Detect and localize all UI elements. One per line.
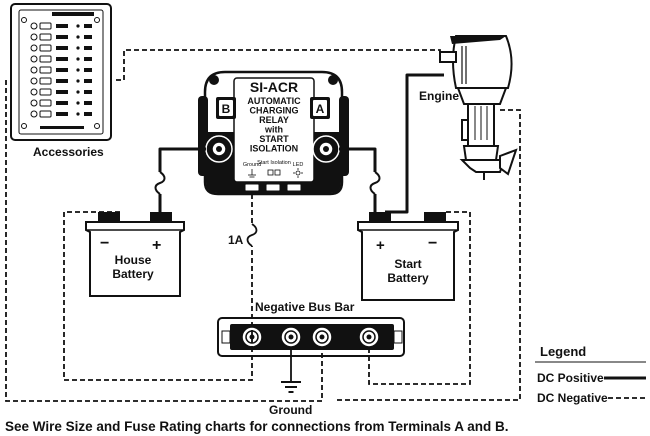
relay-subtitle-line: RELAY — [259, 115, 289, 125]
bus-bar-stud — [358, 326, 380, 348]
breaker-switch — [30, 33, 92, 41]
legend: Legend DC Positive DC Negative — [535, 344, 646, 405]
house-battery-label-line1: House — [115, 253, 152, 267]
relay-ground-fuse: 1A — [228, 223, 258, 247]
legend-negative-label: DC Negative — [537, 391, 608, 405]
breaker-switch — [30, 66, 92, 74]
start-isolation-indicator-label: Start Isolation — [257, 160, 291, 166]
terminal-a-label: A — [316, 102, 325, 116]
fuse-start — [369, 171, 381, 195]
terminal-b-label: B — [222, 102, 231, 116]
ground-label: Ground — [269, 403, 312, 417]
relay-subtitle-line: with — [264, 125, 283, 135]
house-battery-negative-symbol: − — [100, 235, 109, 252]
ground-indicator-label: Ground — [243, 162, 261, 168]
house-battery-positive-symbol: + — [152, 237, 161, 254]
relay-subtitle-line: CHARGING — [250, 106, 299, 116]
engine-label: Engine — [419, 89, 459, 103]
relay-title: SI-ACR — [250, 79, 298, 95]
breaker-switch — [30, 110, 92, 118]
start-battery-plus-symbol: + — [376, 237, 385, 254]
house-battery-label-line2: Battery — [112, 267, 154, 281]
negative-bus-bar: Negative Bus Bar — [217, 300, 405, 357]
breaker-switch — [30, 77, 92, 85]
breaker-switch — [30, 99, 92, 107]
breaker-switch — [30, 55, 92, 63]
terminal-a-stud — [312, 135, 340, 163]
fuse-1a-label: 1A — [228, 233, 244, 247]
relay-subtitle-line: START — [259, 134, 289, 144]
breaker-switch — [30, 22, 92, 30]
terminal-b-stud — [205, 135, 233, 163]
accessories-label: Accessories — [33, 145, 104, 159]
relay-subtitle-line: AUTOMATIC — [247, 96, 301, 106]
bus-bar-stud — [311, 326, 333, 348]
relay-subtitle-line: ISOLATION — [250, 144, 298, 154]
legend-title: Legend — [540, 344, 586, 359]
start-battery-label-line1: Start — [394, 257, 421, 271]
bus-bar-stud — [280, 326, 302, 348]
caption: See Wire Size and Fuse Rating charts for… — [5, 419, 508, 434]
dc-negative-wires — [5, 49, 521, 402]
si-acr-relay: SI-ACR AUTOMATICCHARGINGRELAYwithSTARTIS… — [198, 70, 349, 196]
house-battery: − + House Battery — [85, 212, 185, 297]
legend-positive-label: DC Positive — [537, 371, 604, 385]
breaker-switch — [30, 88, 92, 96]
accessories-panel: Accessories — [10, 3, 112, 159]
start-battery-label-line2: Battery — [387, 271, 429, 285]
bus-bar-stud — [241, 326, 263, 348]
ground-symbol: Ground — [269, 350, 312, 417]
start-battery: + − Start Battery — [357, 212, 459, 301]
breaker-switches — [30, 22, 92, 118]
breaker-switch — [30, 44, 92, 52]
led-indicator-label: LED — [293, 162, 304, 168]
bus-bar-label: Negative Bus Bar — [255, 300, 355, 314]
start-battery-minus-symbol: − — [428, 235, 437, 252]
engine-outboard: Engine — [419, 35, 518, 180]
fuse-house — [154, 171, 166, 195]
